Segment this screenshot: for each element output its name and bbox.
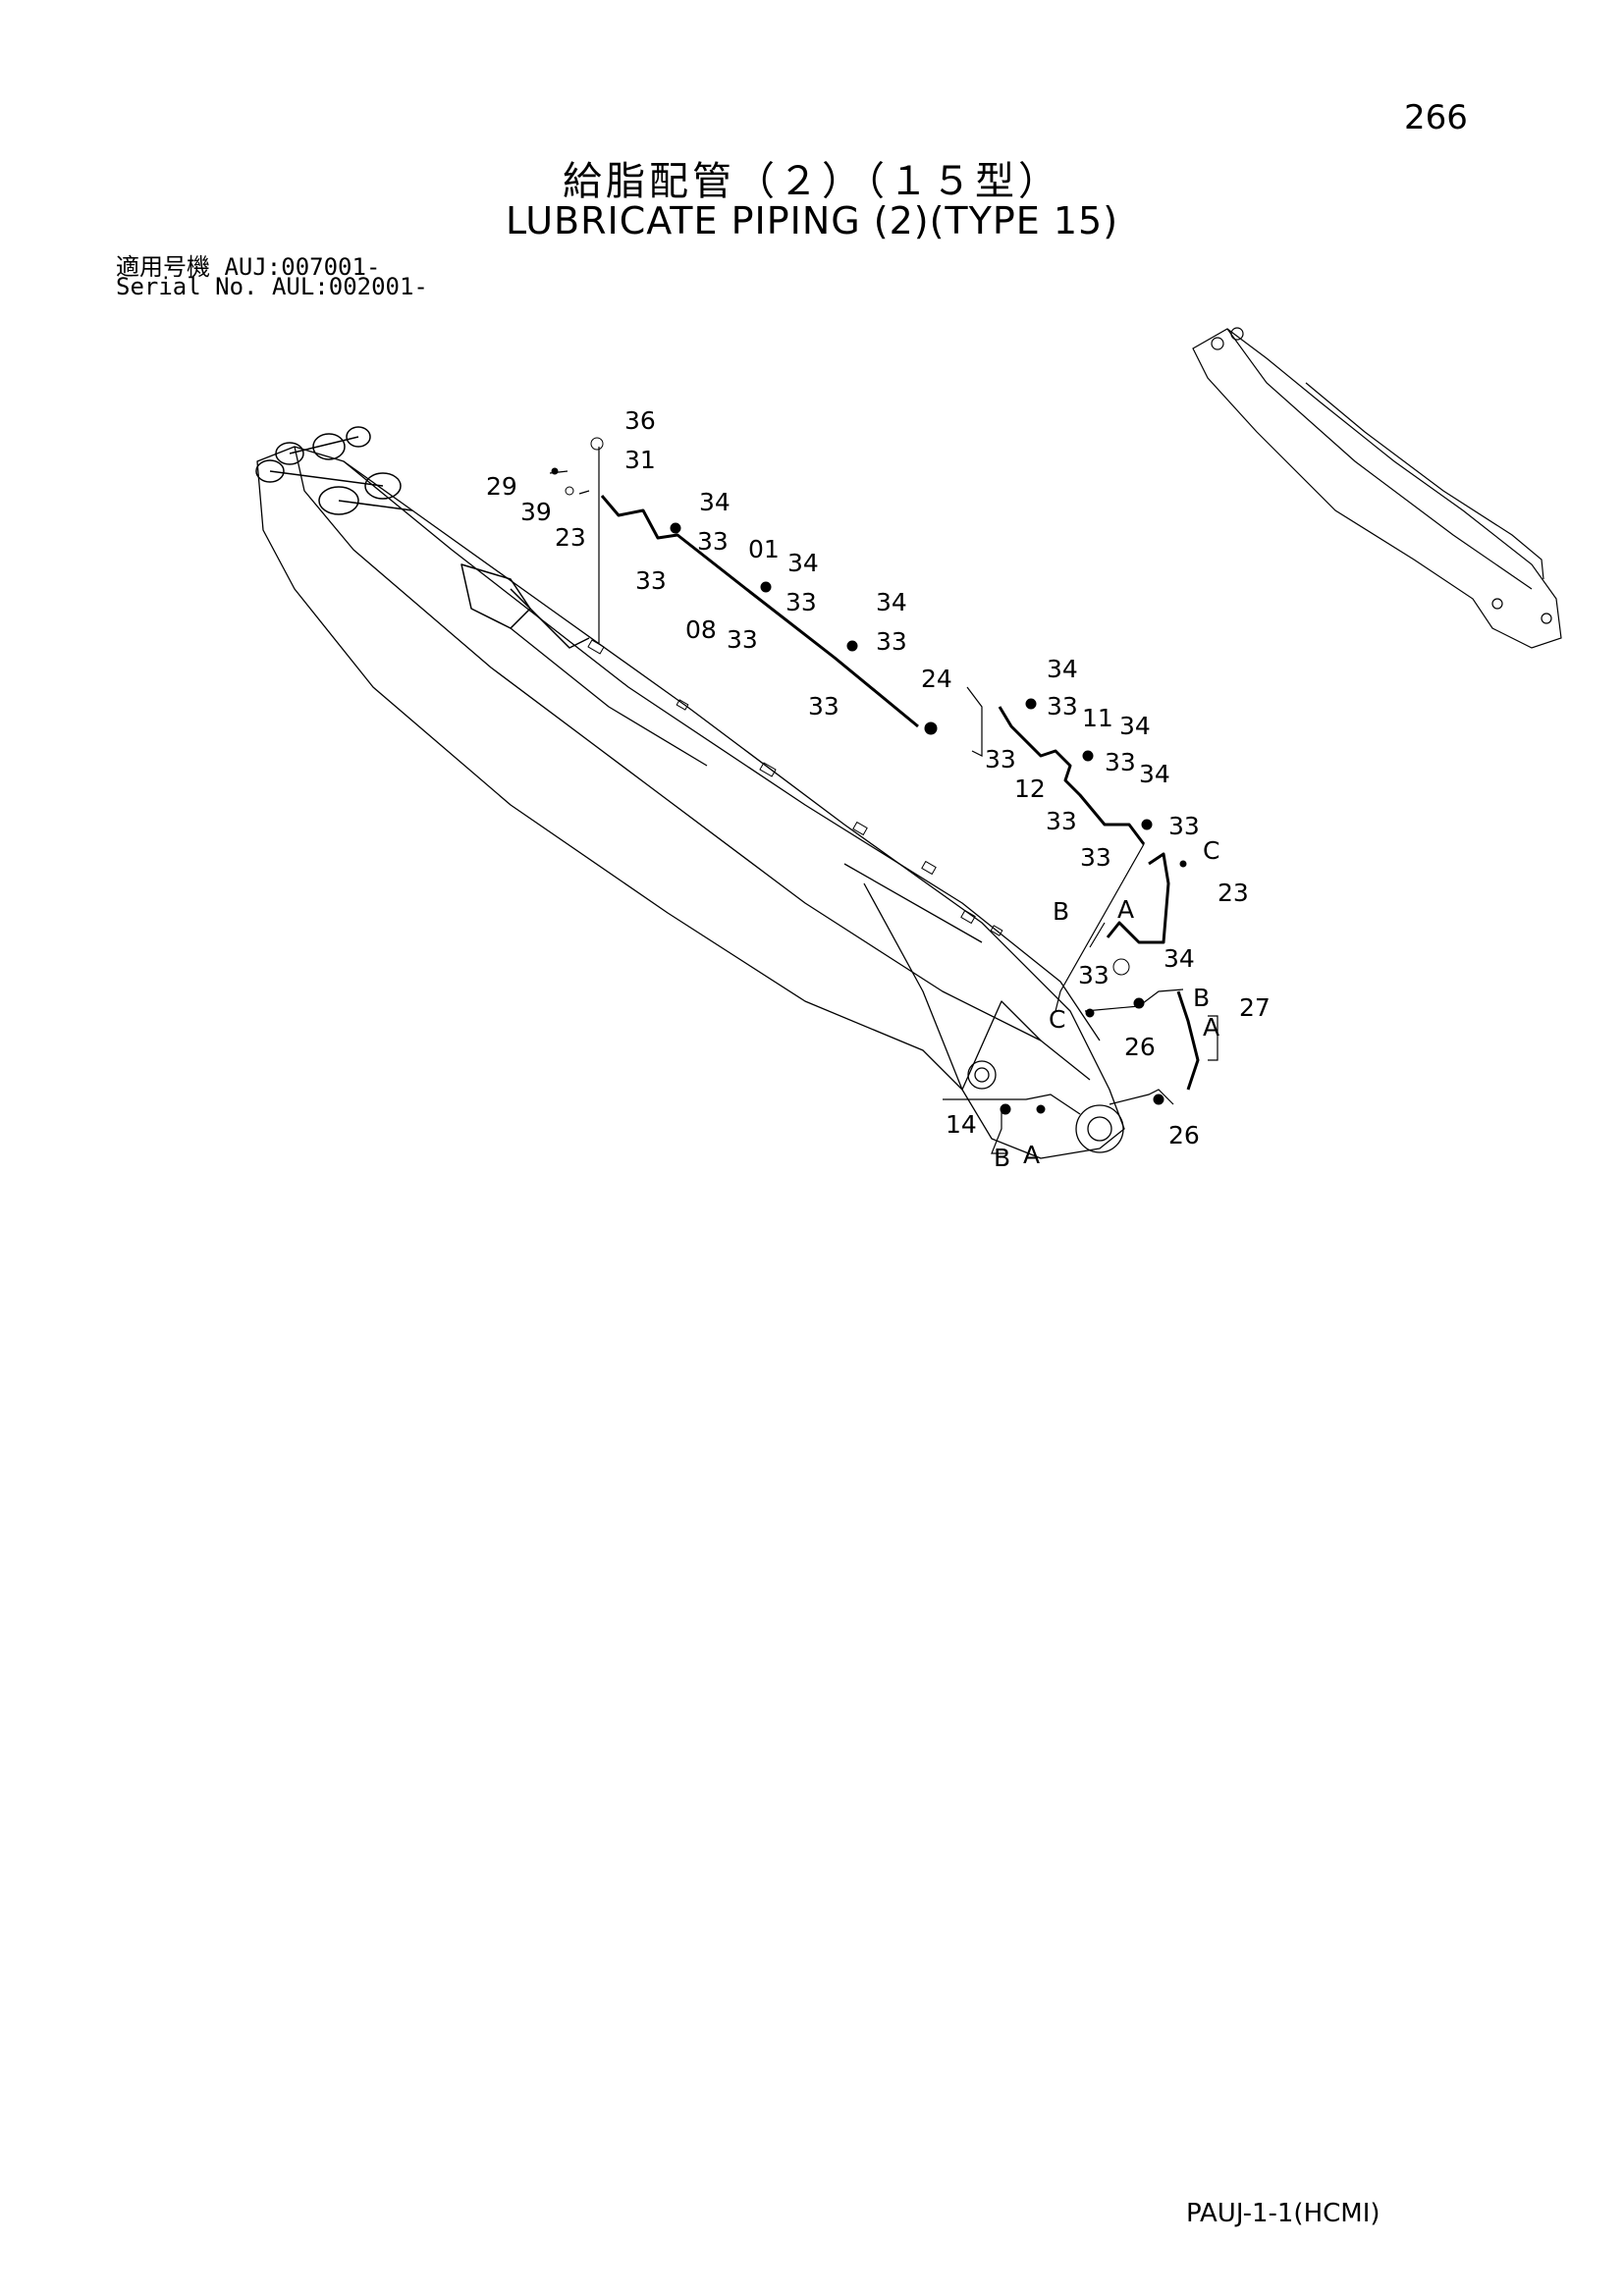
fittings bbox=[551, 437, 1187, 1115]
callout-33: 33 bbox=[808, 692, 839, 721]
callout-34: 34 bbox=[1139, 760, 1170, 788]
callout-33: 33 bbox=[727, 625, 758, 654]
serial-range-japanese: 適用号機 AUJ:007001- bbox=[116, 253, 381, 281]
callout-33: 33 bbox=[785, 588, 817, 616]
leader-lines bbox=[549, 447, 1218, 1154]
callout-23: 23 bbox=[555, 523, 586, 552]
callout-29: 29 bbox=[486, 472, 517, 501]
callout-33: 33 bbox=[1046, 807, 1077, 835]
callout-24: 24 bbox=[921, 665, 952, 693]
callout-31: 31 bbox=[624, 446, 656, 474]
callout-b: B bbox=[1053, 897, 1069, 926]
page-title-japanese: 給脂配管（２）（１５型） bbox=[563, 159, 1061, 204]
callout-33: 33 bbox=[1080, 843, 1111, 872]
callout-33: 33 bbox=[697, 527, 729, 556]
grease-pipe-line bbox=[600, 495, 1200, 1091]
callout-27: 27 bbox=[1239, 993, 1271, 1022]
callout-34: 34 bbox=[876, 588, 907, 616]
callout-c: C bbox=[1049, 1005, 1065, 1034]
callout-33: 33 bbox=[1105, 748, 1136, 776]
callout-33: 33 bbox=[1168, 812, 1200, 840]
footer-code: PAUJ-1-1(HCMI) bbox=[1186, 2199, 1380, 2228]
page-number: 266 bbox=[1404, 98, 1468, 137]
page-title-english: LUBRICATE PIPING (2)(TYPE 15) bbox=[505, 199, 1119, 242]
callout-33: 33 bbox=[1078, 961, 1110, 989]
callout-labels: 36 31 29 39 23 34 33 33 01 34 08 33 33 3… bbox=[486, 406, 1271, 1172]
callout-08: 08 bbox=[685, 615, 717, 644]
callout-a: A bbox=[1203, 1013, 1219, 1041]
callout-34: 34 bbox=[787, 549, 819, 577]
callout-34: 34 bbox=[1119, 712, 1151, 740]
callout-33: 33 bbox=[876, 627, 907, 656]
callout-b: B bbox=[994, 1144, 1010, 1172]
callout-39: 39 bbox=[520, 498, 552, 526]
callout-33: 33 bbox=[1047, 692, 1078, 721]
serial-range-english: Serial No. AUL:002001- bbox=[116, 273, 428, 300]
callout-34: 34 bbox=[1047, 655, 1078, 683]
callout-12: 12 bbox=[1014, 774, 1046, 803]
callout-26: 26 bbox=[1168, 1121, 1200, 1149]
callout-11: 11 bbox=[1082, 704, 1113, 732]
callout-26: 26 bbox=[1124, 1033, 1156, 1061]
callout-01: 01 bbox=[748, 535, 780, 563]
callout-33: 33 bbox=[985, 745, 1016, 774]
callout-23: 23 bbox=[1218, 879, 1249, 907]
callout-34: 34 bbox=[1164, 944, 1195, 973]
callout-c: C bbox=[1203, 836, 1219, 865]
inset-overview-drawing bbox=[1192, 327, 1562, 649]
callout-b: B bbox=[1193, 984, 1210, 1012]
boom-arm-drawing bbox=[255, 426, 1125, 1159]
callout-a: A bbox=[1117, 895, 1134, 924]
callout-34: 34 bbox=[699, 488, 731, 516]
callout-36: 36 bbox=[624, 406, 656, 435]
callout-14: 14 bbox=[946, 1110, 977, 1139]
callout-a: A bbox=[1023, 1141, 1040, 1169]
callout-33: 33 bbox=[635, 566, 667, 595]
